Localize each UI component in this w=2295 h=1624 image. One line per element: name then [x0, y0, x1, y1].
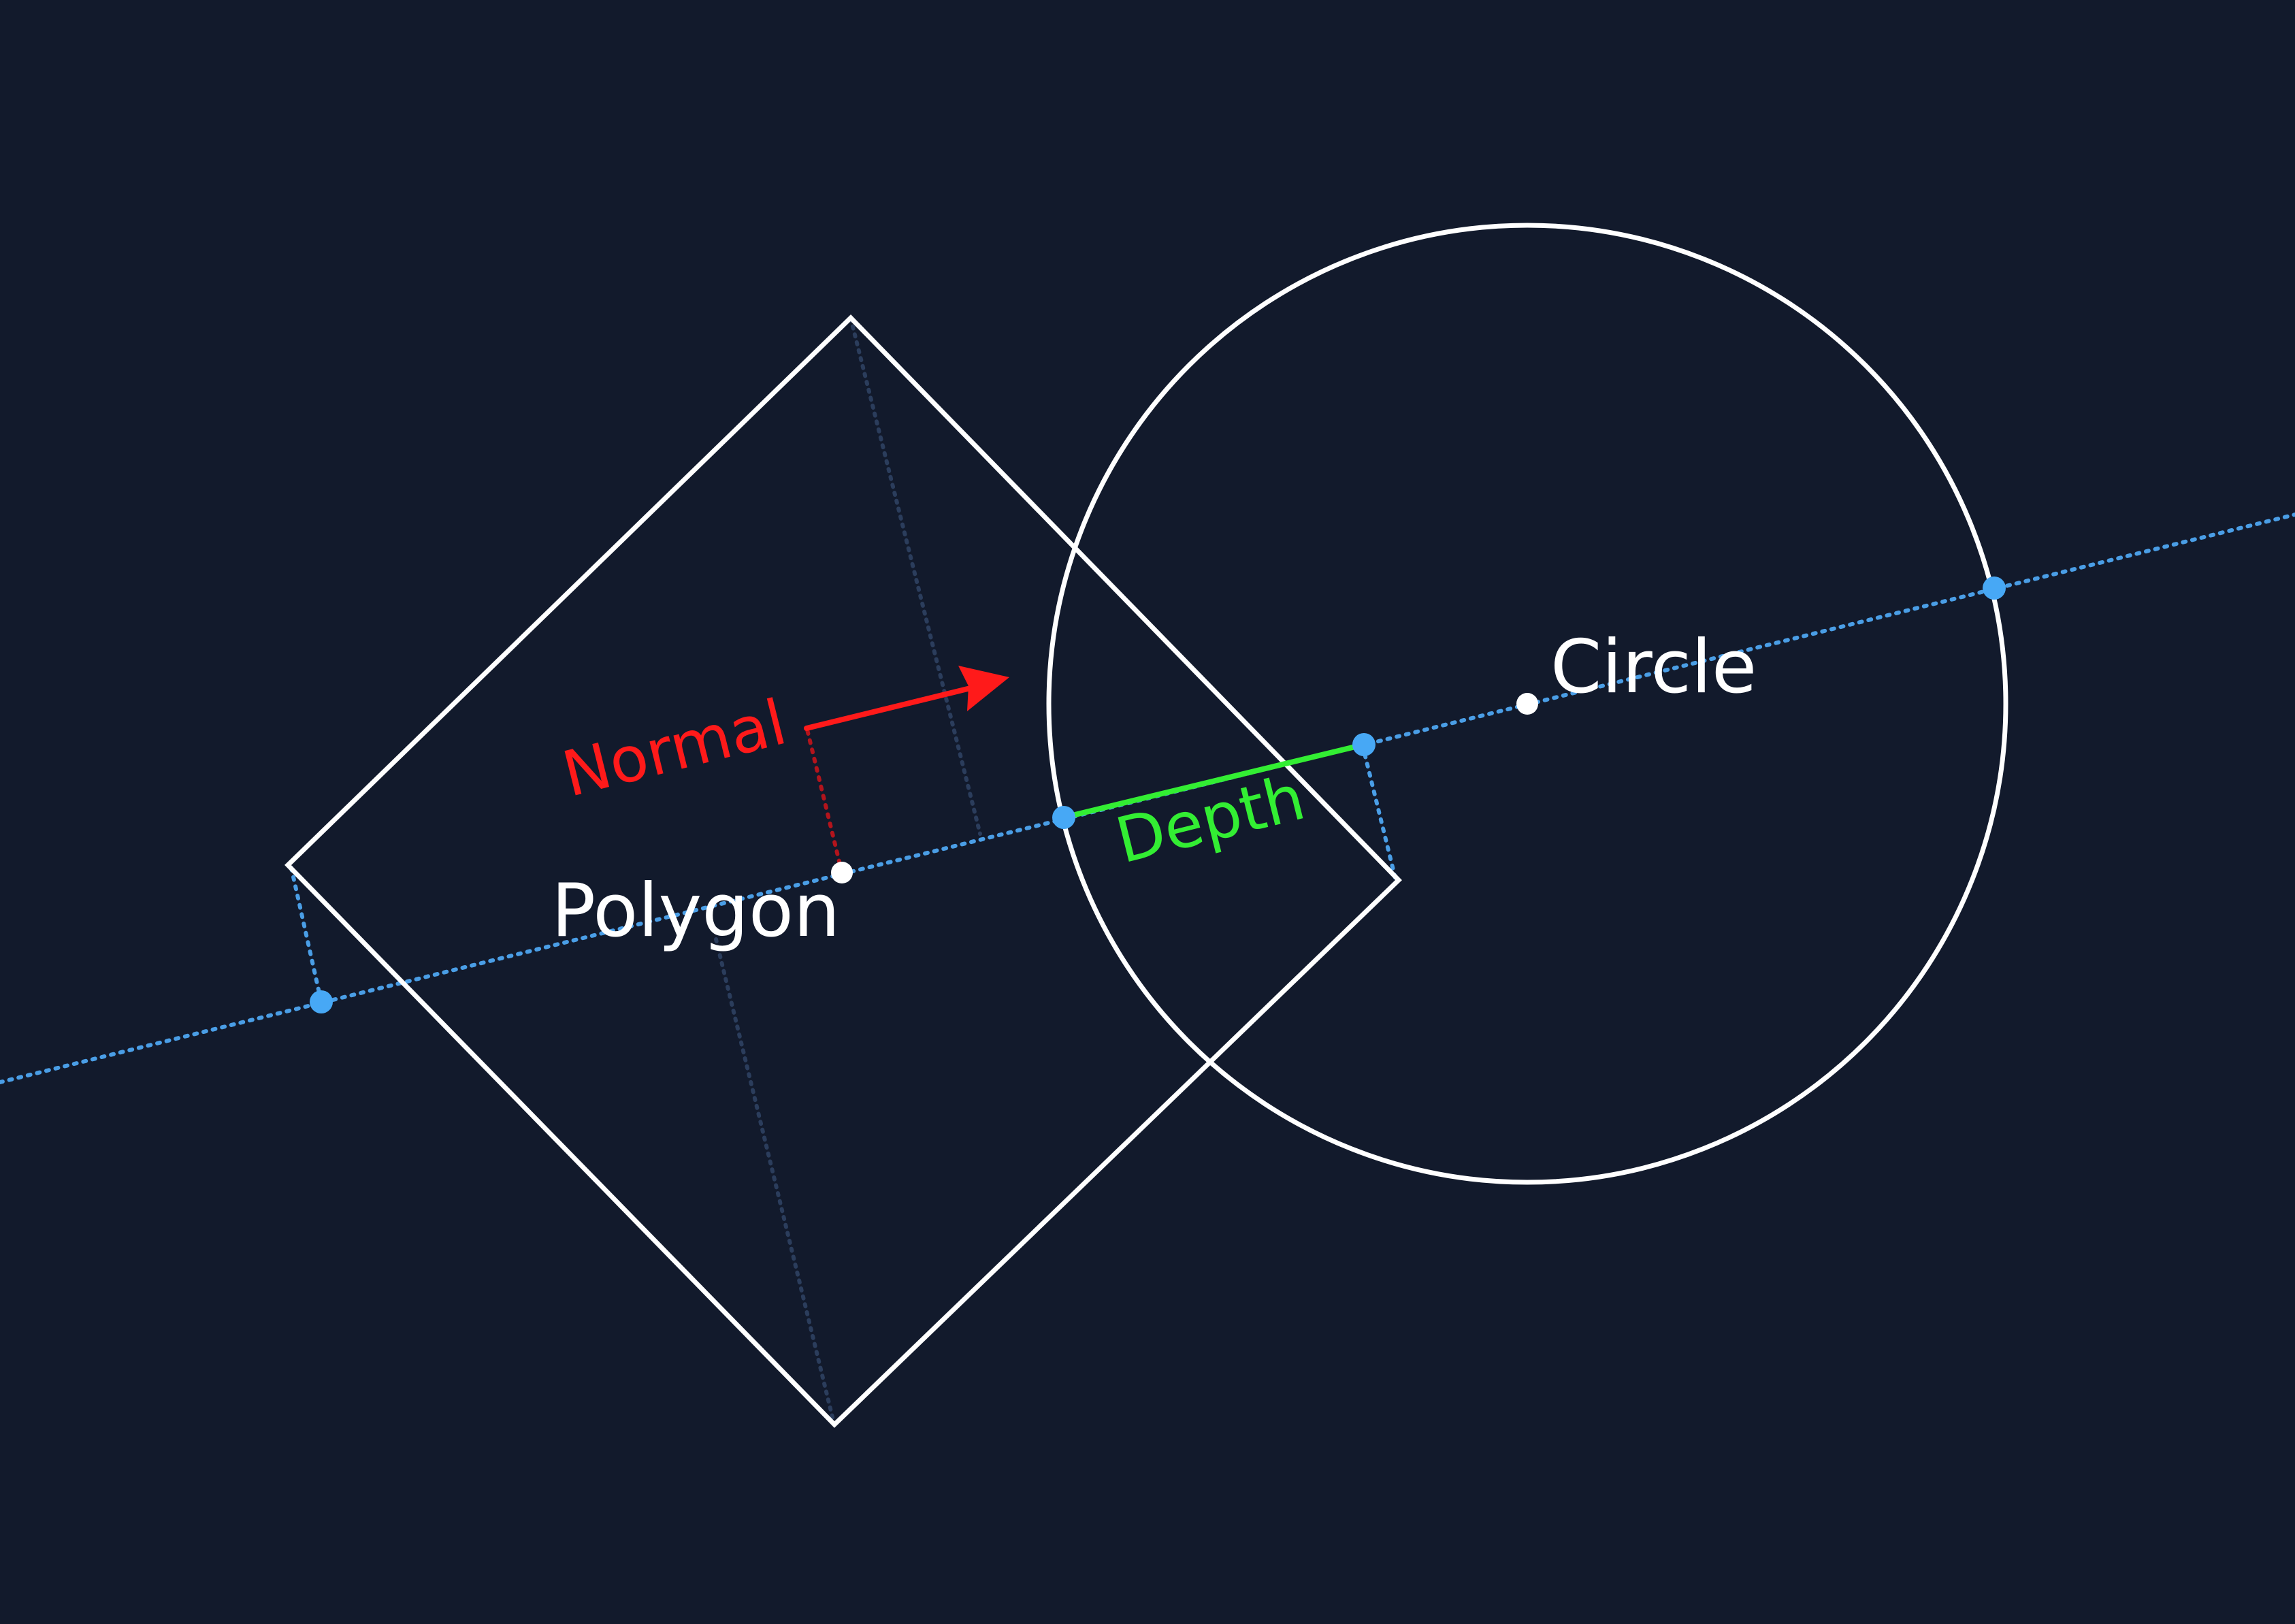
circle-label: Circle — [1550, 625, 1757, 710]
axis-point-polygon-min — [310, 990, 333, 1013]
axis-point-circle-min — [1052, 806, 1075, 829]
circle-center-dot — [1516, 693, 1538, 715]
normal-arrow-shaft — [804, 685, 976, 731]
polygon-shape — [284, 314, 1402, 1428]
polygon-label: Polygon — [551, 868, 840, 954]
normal-guide — [805, 728, 844, 875]
depth-segment — [1061, 742, 1367, 820]
projection-right — [1361, 743, 1397, 880]
faint-guide-upper — [849, 316, 982, 836]
polygon-center-dot — [831, 862, 853, 883]
faint-guide-lower — [714, 937, 836, 1425]
normal-arrowhead — [958, 666, 1009, 711]
projection-left — [289, 866, 323, 1004]
circle-shape — [1046, 223, 2008, 1185]
axis-point-circle-max — [1983, 576, 2006, 600]
axis-point-polygon-max — [1352, 733, 1376, 756]
